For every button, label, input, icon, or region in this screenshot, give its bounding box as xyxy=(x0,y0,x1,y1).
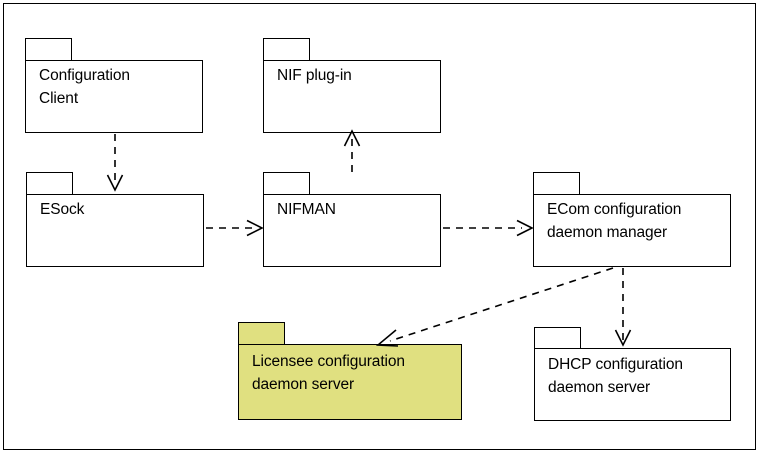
package-nif-plug-in[interactable]: NIF plug-in xyxy=(263,38,441,133)
package-body-licensee-configuration-daemon-server xyxy=(238,344,462,420)
package-label-configuration-client: Configuration Client xyxy=(39,67,130,107)
package-tab-esock xyxy=(26,172,73,195)
package-body-esock xyxy=(26,194,204,267)
package-label-nifman: NIFMAN xyxy=(277,201,336,218)
package-label-licensee-configuration-daemon-server: Licensee configuration daemon server xyxy=(252,353,405,393)
package-label-dhcp-configuration-daemon-server: DHCP configuration daemon server xyxy=(548,356,683,396)
package-body-nif-plug-in xyxy=(263,60,441,133)
package-ecom-configuration-daemon-manager[interactable]: ECom configuration daemon manager xyxy=(533,172,731,267)
package-label-ecom-configuration-daemon-manager: ECom configuration daemon manager xyxy=(547,201,682,241)
package-nifman[interactable]: NIFMAN xyxy=(263,172,441,267)
package-tab-dhcp-configuration-daemon-server xyxy=(534,327,581,349)
package-tab-ecom-configuration-daemon-manager xyxy=(533,172,580,195)
package-licensee-configuration-daemon-server[interactable]: Licensee configuration daemon server xyxy=(238,322,462,420)
package-dhcp-configuration-daemon-server[interactable]: DHCP configuration daemon server xyxy=(534,327,731,421)
package-tab-licensee-configuration-daemon-server xyxy=(238,322,285,345)
package-label-nif-plug-in: NIF plug-in xyxy=(277,67,352,84)
package-tab-configuration-client xyxy=(25,38,72,61)
package-esock[interactable]: ESock xyxy=(26,172,204,267)
package-label-esock: ESock xyxy=(40,201,85,218)
package-body-nifman xyxy=(263,194,441,267)
package-tab-nif-plug-in xyxy=(263,38,310,61)
package-body-configuration-client xyxy=(25,60,203,133)
diagram-frame xyxy=(3,3,756,450)
package-tab-nifman xyxy=(263,172,310,195)
package-configuration-client[interactable]: Configuration Client xyxy=(25,38,203,133)
package-body-dhcp-configuration-daemon-server xyxy=(534,348,731,421)
